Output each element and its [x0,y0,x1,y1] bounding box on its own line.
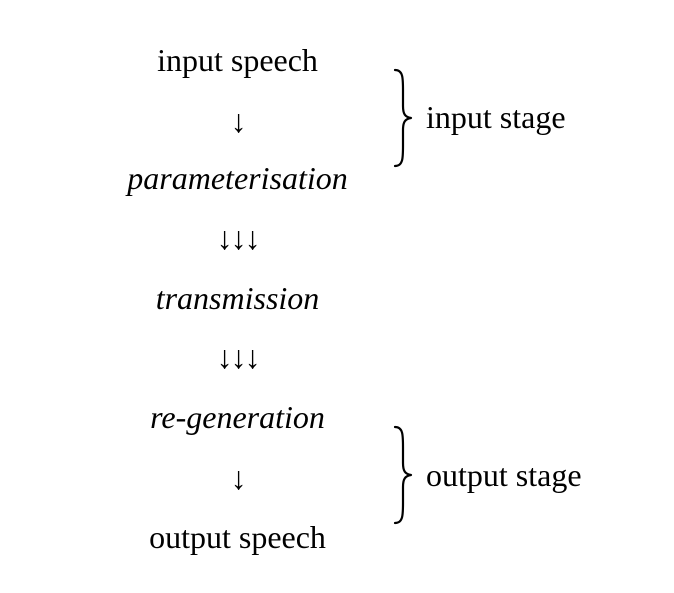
step-input-speech: input speech [157,42,318,78]
arrow-triple-2: ↓↓↓ [216,339,261,375]
arrow-single-2: ↓ [230,460,247,496]
step-regeneration: re-generation [150,399,325,435]
arrow-single-1: ↓ [230,103,247,139]
step-output-speech: output speech [149,519,326,555]
input-stage-label: input stage [426,99,566,135]
step-parameterisation: parameterisation [127,160,348,196]
step-transmission: transmission [155,280,320,316]
output-stage-brace [393,425,413,525]
output-stage-label: output stage [426,457,582,493]
arrow-triple-1: ↓↓↓ [216,220,261,256]
input-stage-brace [393,68,413,168]
